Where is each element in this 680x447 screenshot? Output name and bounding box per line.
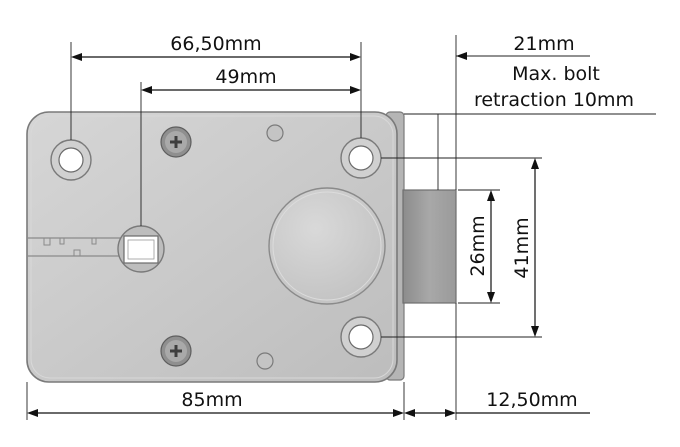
lock-plate-inner-edge bbox=[30, 115, 394, 379]
dimension-49: 49mm bbox=[141, 66, 361, 94]
dimension-12-50: 12,50mm bbox=[404, 389, 590, 417]
dimension-85: 85mm bbox=[27, 389, 404, 417]
dim-label-body-width: 85mm bbox=[181, 389, 242, 411]
keyhole bbox=[117, 225, 165, 273]
dim-label-bolt-height: 26mm bbox=[467, 215, 489, 276]
lock-body bbox=[26, 111, 457, 383]
pin-bottom bbox=[256, 352, 274, 370]
dim-label-key-offset: 49mm bbox=[215, 66, 276, 88]
screw-bottom bbox=[160, 335, 192, 367]
dim-label-bolt-throw: 21mm bbox=[513, 33, 574, 55]
dim-label-bolt-note-1: Max. bolt bbox=[512, 63, 600, 85]
dimension-21: 21mm Max. bolt retraction 10mm bbox=[456, 33, 634, 111]
screw-top bbox=[160, 126, 192, 158]
dimension-41: 41mm bbox=[511, 158, 539, 337]
key-slot-notches bbox=[43, 238, 97, 256]
lock-plate bbox=[26, 111, 398, 383]
rotor-disc bbox=[268, 187, 386, 305]
dim-label-hole-spacing: 66,50mm bbox=[170, 33, 261, 55]
mounting-hole-top-right bbox=[340, 137, 382, 179]
extension-lines bbox=[26, 35, 656, 420]
pin-top bbox=[266, 124, 284, 142]
dimension-66-50: 66,50mm bbox=[71, 33, 361, 61]
dim-label-bolt-note-2: retraction 10mm bbox=[474, 89, 634, 111]
mounting-hole-bottom-right bbox=[340, 316, 382, 358]
dim-label-hole-vertical: 41mm bbox=[511, 217, 533, 278]
mounting-hole-top-left bbox=[50, 139, 92, 181]
dimension-26: 26mm bbox=[467, 190, 495, 303]
bolt bbox=[402, 189, 457, 304]
dim-label-bolt-projection: 12,50mm bbox=[486, 389, 577, 411]
